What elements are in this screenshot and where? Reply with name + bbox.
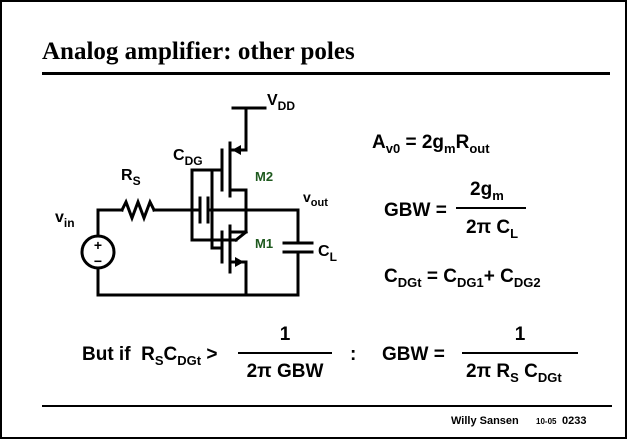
vdd-label: VDD [267,92,295,113]
source-plus: + [94,237,102,253]
footer-page: 0233 [562,415,586,427]
condition-numerator: 1 [280,324,291,345]
gbw2-denominator: 2π RS CDGt [466,361,562,385]
condition-denominator: 2π GBW [247,361,324,382]
footer-date: 10-05 [536,417,557,426]
schematic [80,106,314,297]
gbw2-fraction-bar [462,352,578,354]
gbw-numerator: 2gm [470,179,504,203]
rs-label: RS [121,167,141,188]
gbw-lhs: GBW = [384,200,447,221]
gbw2-lhs: GBW = [382,344,445,365]
footer-rule [42,405,612,407]
source-minus: − [94,253,102,269]
title-rule [42,72,610,75]
m1-label: M1 [255,236,273,251]
vin-label: vin [55,209,75,230]
cdg-label: CDG [173,147,203,168]
vout-label: vout [303,189,328,209]
m1-arrow-icon [235,257,244,267]
slide-title: Analog amplifier: other poles [42,38,355,65]
footer-author: Willy Sansen [451,415,519,427]
m2-label: M2 [255,169,273,184]
condition-colon: : [350,344,356,365]
rs-resistor [119,197,157,223]
gbw-denominator: 2π CL [466,217,518,241]
condition-fraction-bar [238,352,332,354]
cdg-to-output [233,229,249,243]
gbw2-numerator: 1 [515,324,526,345]
gbw-fraction-bar [456,207,526,209]
condition-lhs: But if RSCDGt > [82,344,217,368]
gain-equation: Av0 = 2gmRout [372,132,490,156]
cl-label: CL [318,243,337,264]
cdgt-equation: CDGt = CDG1+ CDG2 [384,266,541,290]
m2-arrow-icon [232,145,241,155]
